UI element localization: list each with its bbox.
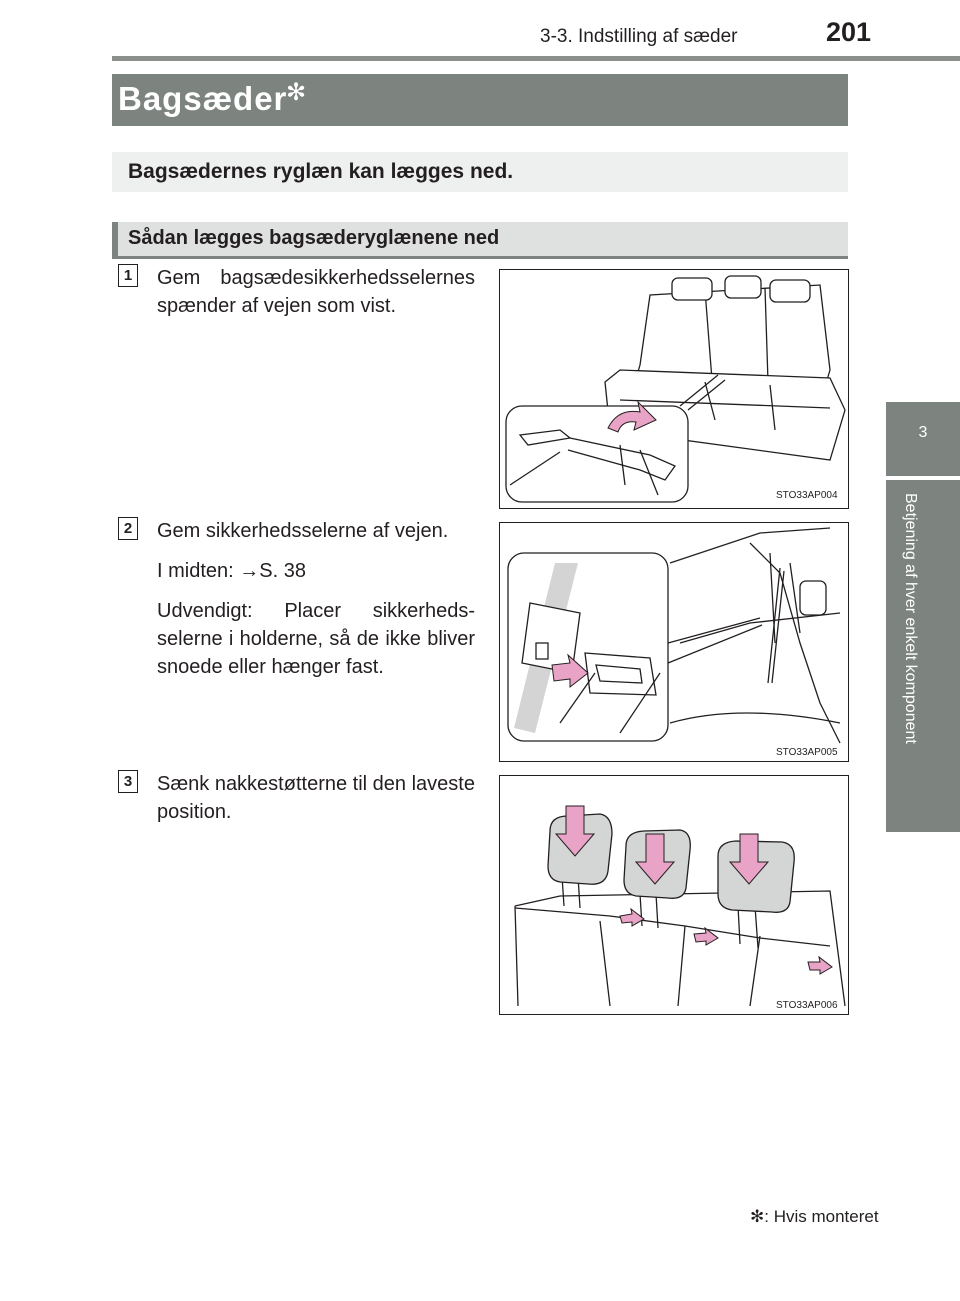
subsection-band (112, 222, 848, 258)
section-title: 3-3. Indstilling af sæder (540, 26, 738, 47)
arrow-icon (554, 805, 596, 857)
subsection-title: Sådan lægges bagsæderyglænene ned (128, 227, 500, 249)
step-paragraph: Gem sikkerhedsselerne af vejen. (157, 520, 449, 542)
step-paragraph: Sænk nakkestøtterne til den laveste posi… (157, 773, 475, 823)
arrow-icon (551, 653, 589, 689)
step-number: 3 (118, 770, 138, 793)
optional-marker: ✻ (286, 79, 307, 106)
arrow-icon (634, 833, 676, 885)
step-paragraph: I midten: →S. 38 (157, 560, 306, 582)
figure-headrests: STO33AP006 (499, 775, 849, 1015)
step-number: 2 (118, 517, 138, 540)
page-title: Bagsæder (118, 80, 288, 117)
chapter-number: 3 (918, 424, 928, 441)
step-paragraph: Udvendigt: Placer sikkerheds­selerne i h… (157, 600, 475, 678)
page-number: 201 (826, 17, 872, 47)
headrests-illustration: STO33AP006 (514, 805, 846, 1011)
figure-code: STO33AP006 (776, 1000, 838, 1011)
step-number: 1 (118, 264, 138, 287)
title-band (112, 74, 848, 126)
header-rule (112, 56, 960, 61)
step-text: Sænk nakkestøtterne til den laveste posi… (157, 770, 475, 838)
arrow-icon (728, 833, 770, 885)
belt-holder-illustration: STO33AP005 (507, 527, 841, 758)
arrow-icon (607, 400, 657, 433)
intro-text: Bagsædernes ryglæn kan lægges ned. (128, 160, 514, 183)
subsection-rule (112, 256, 848, 259)
step-text: Gem bagsædesikkerhedsseler­nes spænder a… (157, 264, 475, 332)
chapter-bar (886, 480, 960, 832)
step-paragraph: Gem bagsædesikkerhedsseler­nes spænder a… (157, 267, 475, 317)
subsection-accent (112, 222, 118, 258)
figure-code: STO33AP004 (776, 490, 838, 501)
figure-code: STO33AP005 (776, 747, 838, 758)
seat-buckles-illustration: STO33AP004 (505, 275, 846, 503)
figure-seat-buckles: STO33AP004 (499, 269, 849, 509)
chapter-title: Betjening af hver enkelt komponent (902, 493, 919, 744)
step-text: Gem sikkerhedsselerne af vejen. I midten… (157, 517, 475, 693)
figure-belt-holders: STO33AP005 (499, 522, 849, 762)
chapter-tab: 3 (886, 402, 960, 476)
intro-band (112, 152, 848, 192)
footnote: ✻: Hvis monteret (750, 1207, 879, 1226)
